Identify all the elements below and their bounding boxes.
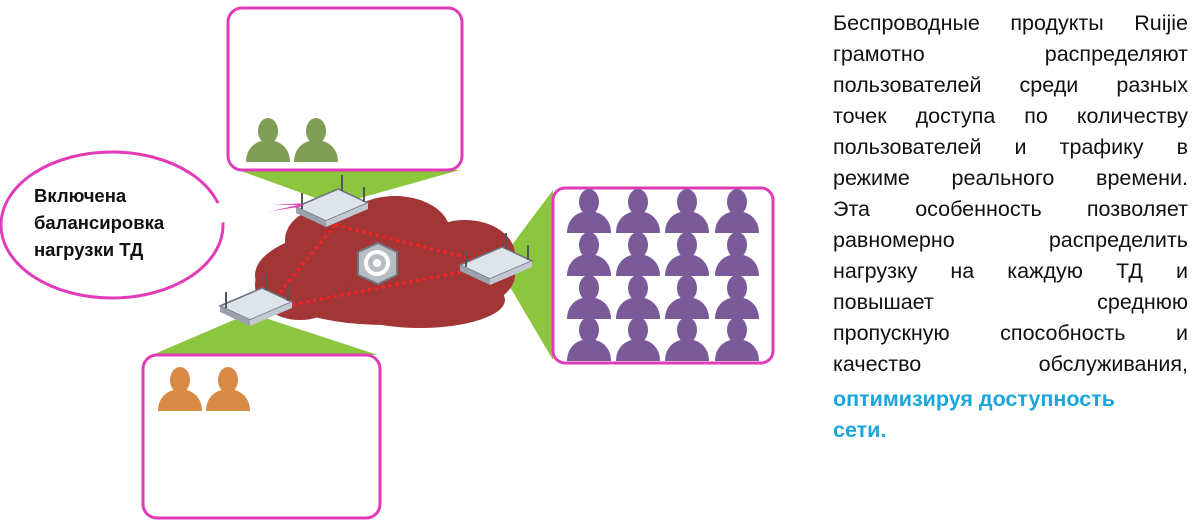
description-line: повышает среднюю <box>833 290 1188 314</box>
callout-line-1: Включена <box>34 185 127 206</box>
callout-bubble <box>0 150 302 300</box>
user-group-top <box>226 6 464 172</box>
load-balancing-diagram: Включена балансировка нагрузки ТД <box>0 6 775 520</box>
description-line: Эта особенность позволяет <box>833 197 1188 221</box>
coverage-cone-bottom <box>152 313 378 355</box>
description-line: точек доступа по количеству <box>833 104 1188 128</box>
description-emphasis-1: оптимизируя доступность <box>833 387 1115 411</box>
description-line: пропускную способность и <box>833 321 1188 345</box>
description-line: пользователей и трафику в <box>833 135 1188 159</box>
callout-line-2: балансировка <box>34 212 165 233</box>
description-line: качество обслуживания, <box>833 352 1188 376</box>
description-emphasis-2: сети. <box>833 418 887 442</box>
description-line: Беспроводные продукты Ruijie <box>833 11 1188 35</box>
callout-line-3: нагрузки ТД <box>34 239 143 260</box>
description-text: Беспроводные продукты Ruijie грамотно ра… <box>833 8 1188 446</box>
description-line: пользователей среди разных <box>833 73 1188 97</box>
description-line: режиме реального времени. <box>833 166 1188 190</box>
coverage-cone-top <box>238 170 460 205</box>
description-line: равномерно распределить <box>833 228 1188 252</box>
user-group-bottom <box>141 353 382 520</box>
description-line: грамотно распределяют <box>833 42 1188 66</box>
coverage-cone-right <box>497 190 553 360</box>
controller-icon <box>357 241 398 286</box>
description-line: нагрузку на каждую ТД и <box>833 259 1188 283</box>
